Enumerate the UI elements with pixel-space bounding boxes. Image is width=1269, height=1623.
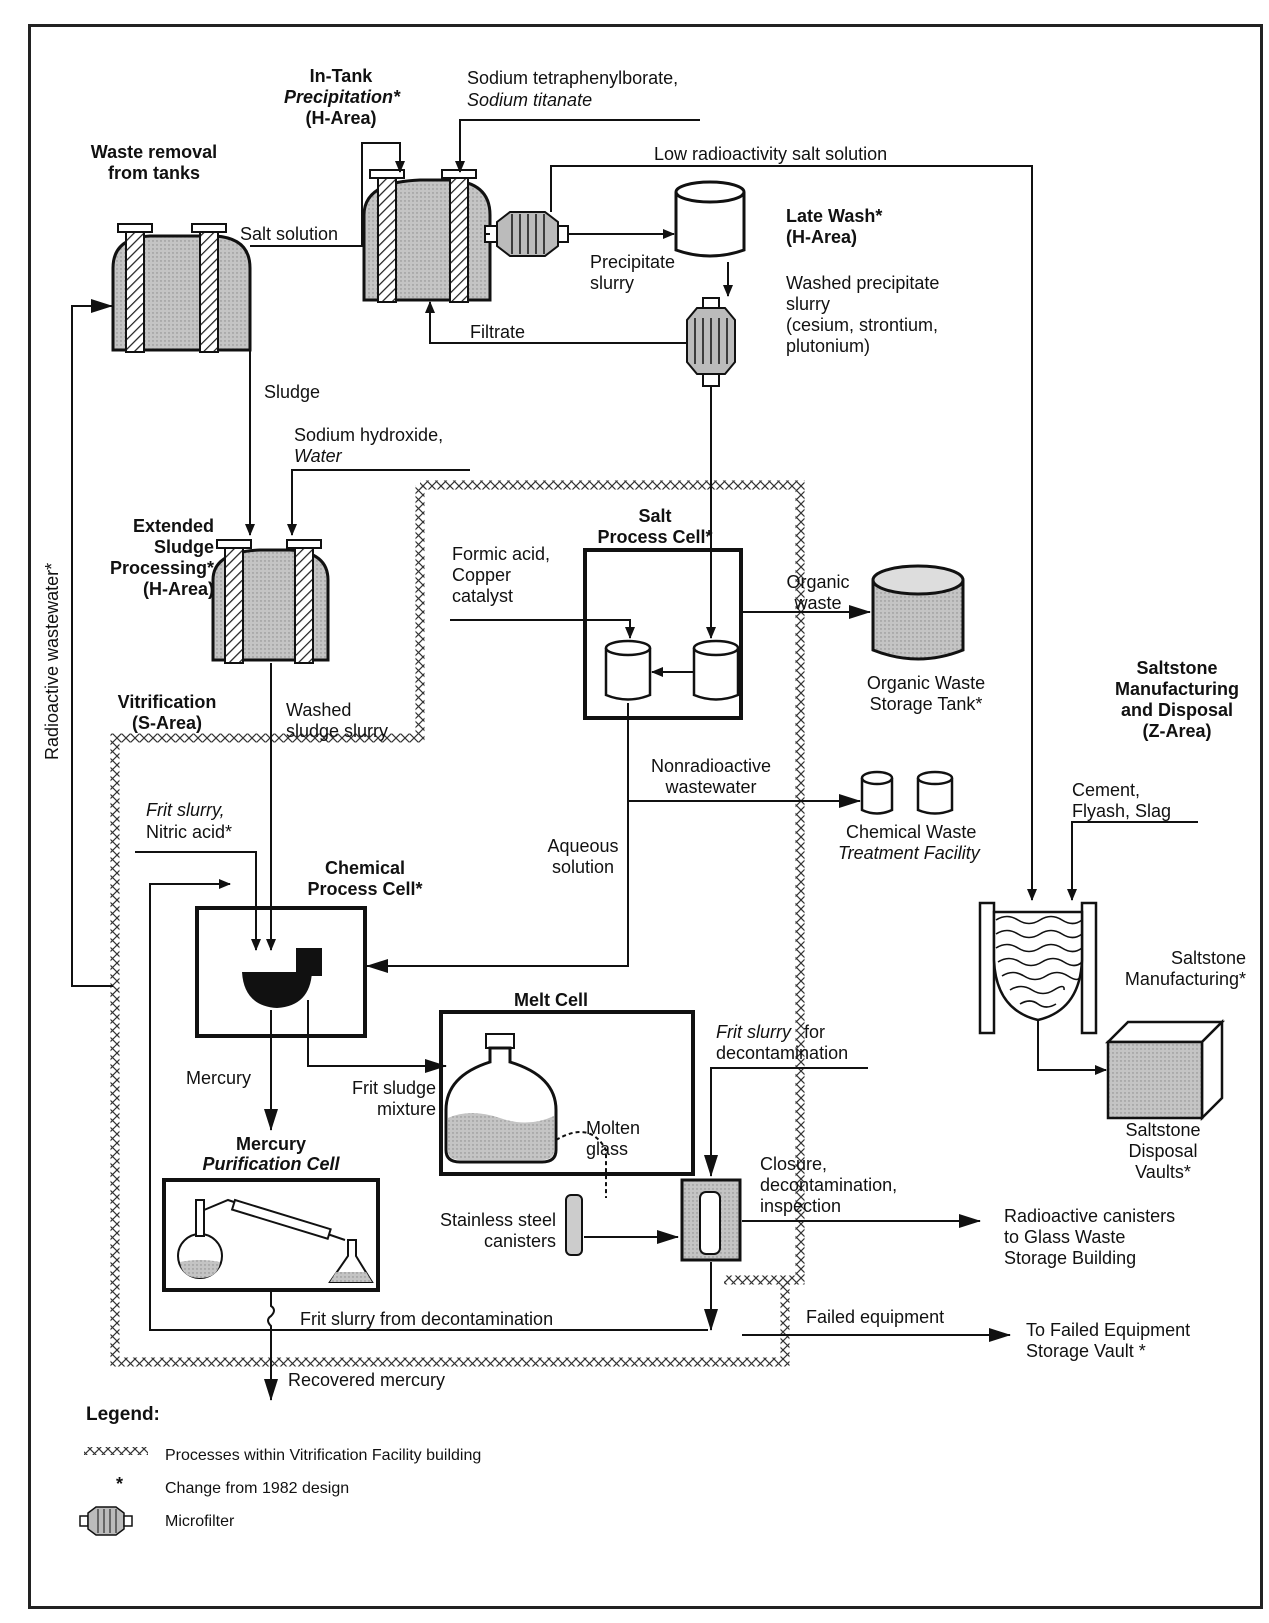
label-washed-precipitate: Washed precipitate slurry (cesium, stron… xyxy=(786,273,940,356)
flow-lines xyxy=(71,119,1198,1401)
label-washed-sludge: Washed sludge slurry xyxy=(286,700,389,741)
legend-item-facility: Processes within Vitrification Facility … xyxy=(165,1447,482,1464)
label-filtrate: Filtrate xyxy=(470,322,526,342)
legend-asterisk: * xyxy=(116,1474,124,1494)
label-water: Water xyxy=(294,446,342,466)
legend-item-change: Change from 1982 design xyxy=(165,1480,350,1497)
label-chemical-process-cell: Chemical Process Cell* xyxy=(307,858,423,899)
closure-cell xyxy=(680,1178,742,1262)
label-frit-sludge: Frit sludge mixture xyxy=(351,1078,436,1119)
vitrification-boundary xyxy=(110,480,805,1367)
label-mercury-purification-1: Mercury xyxy=(235,1134,307,1154)
in-tank-precipitation-tank xyxy=(362,169,492,303)
label-radioactive-canisters: Radioactive canisters to Glass Waste Sto… xyxy=(1004,1206,1176,1268)
label-low-radioactivity: Low radioactivity salt solution xyxy=(654,144,888,164)
label-sodium-hydroxide: Sodium hydroxide, xyxy=(294,425,444,445)
label-mercury-purification-2: Purification Cell xyxy=(202,1154,340,1174)
diagram-frame xyxy=(28,24,1263,1609)
label-sludge: Sludge xyxy=(264,382,321,402)
label-salt-process-cell: Salt Process Cell* xyxy=(597,506,713,547)
label-saltstone-vaults: Saltstone Disposal Vaults* xyxy=(1125,1120,1201,1182)
mercury-purification-cell xyxy=(162,1178,380,1292)
label-vitrification: Vitrification (S-Area) xyxy=(117,692,217,733)
label-waste-removal: Waste removal from tanks xyxy=(90,142,218,183)
label-h-area-1: (H-Area) xyxy=(305,108,377,128)
label-frit-for-decon-3: decontamination xyxy=(716,1043,849,1063)
microfilter-icon xyxy=(484,211,569,257)
label-formic-acid: Formic acid, Copper catalyst xyxy=(452,544,551,606)
label-frit-from-decon: Frit slurry from decontamination xyxy=(300,1309,554,1329)
chemical-waste-tanks xyxy=(860,770,954,815)
label-organic-storage: Organic Waste Storage Tank* xyxy=(866,673,986,714)
label-nitric-acid: Nitric acid* xyxy=(146,822,233,842)
saltstone-vault xyxy=(1104,1018,1226,1122)
label-recovered-mercury: Recovered mercury xyxy=(288,1370,446,1390)
label-saltstone-mfg-disposal: Saltstone Manufacturing and Disposal (Z-… xyxy=(1115,658,1239,741)
waste-removal-tank xyxy=(111,223,252,353)
label-sodium-titanate: Sodium titanate xyxy=(467,90,593,110)
label-melt-cell: Melt Cell xyxy=(514,990,589,1010)
label-precipitation: Precipitation* xyxy=(283,87,401,107)
late-wash-tank xyxy=(674,180,746,258)
label-nonradioactive: Nonradioactive wastewater xyxy=(650,756,772,797)
chemical-process-cell xyxy=(195,906,367,1038)
label-to-failed-storage: To Failed Equipment Storage Vault * xyxy=(1026,1320,1191,1361)
label-cement: Cement, Flyash, Slag xyxy=(1072,780,1172,821)
label-saltstone-manufacturing: Saltstone Manufacturing* xyxy=(1124,948,1246,989)
label-frit-for-decon-1: Frit slurry xyxy=(716,1022,791,1042)
extended-sludge-tank xyxy=(211,539,330,664)
label-molten-glass: Molten glass xyxy=(586,1118,641,1159)
label-sodium-tpb: Sodium tetraphenylborate, xyxy=(467,68,679,88)
organic-waste-storage-tank xyxy=(871,564,965,661)
legend-microfilter-icon xyxy=(79,1506,133,1536)
label-failed-equipment: Failed equipment xyxy=(806,1307,945,1327)
label-precipitate-slurry: Precipitate slurry xyxy=(590,252,676,293)
melt-cell xyxy=(439,1010,695,1198)
label-frit-slurry: Frit slurry, xyxy=(146,800,225,820)
label-aqueous: Aqueous solution xyxy=(547,836,619,877)
label-frit-for-decon-2: for xyxy=(804,1022,826,1042)
label-treatment-facility: Treatment Facility xyxy=(838,843,980,863)
label-chemical-waste: Chemical Waste xyxy=(846,822,977,842)
saltstone-manufacturing-vessel xyxy=(978,901,1098,1035)
label-mercury: Mercury xyxy=(186,1068,252,1088)
salt-process-cell xyxy=(583,548,743,720)
label-stainless: Stainless steel canisters xyxy=(439,1210,556,1251)
legend-title: Legend: xyxy=(86,1404,160,1425)
label-radioactive-wastewater: Radioactive wastewater* xyxy=(42,562,62,760)
legend-hatch-symbol xyxy=(84,1447,148,1455)
stainless-canister xyxy=(565,1194,583,1256)
legend-item-microfilter: Microfilter xyxy=(165,1513,235,1530)
label-extended-sludge: Extended Sludge Processing* (H-Area) xyxy=(109,516,214,599)
microfilter-vertical-icon xyxy=(686,297,736,387)
label-late-wash: Late Wash* (H-Area) xyxy=(786,206,883,247)
label-salt-solution: Salt solution xyxy=(240,224,339,244)
label-organic-waste: Organic waste xyxy=(786,572,850,613)
label-closure: Closure, decontamination, inspection xyxy=(760,1154,898,1216)
label-in-tank: In-Tank xyxy=(309,66,373,86)
